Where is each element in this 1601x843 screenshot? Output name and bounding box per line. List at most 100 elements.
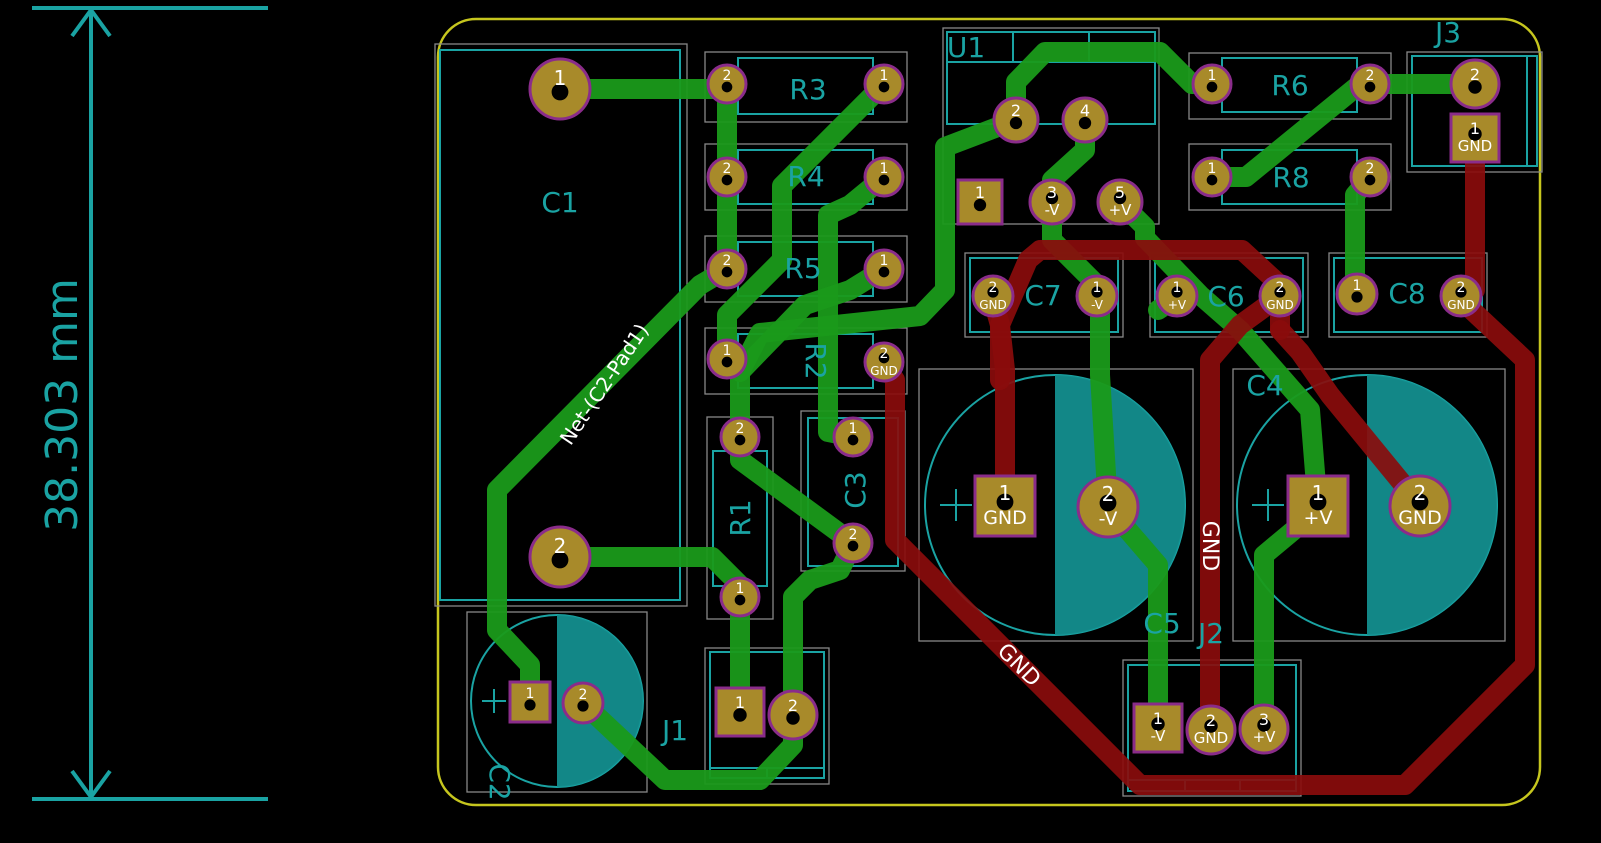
pad-r5-1: 1	[863, 248, 905, 290]
ref-j2: J2	[1196, 617, 1224, 650]
pad-number: 1	[554, 66, 567, 90]
ref-c5: C5	[1143, 607, 1180, 640]
pad-r5-2: 2	[706, 248, 748, 290]
pad-number: 2	[788, 696, 798, 715]
pad-number: 1	[723, 343, 732, 359]
dimension-annotation: 38.303 mm	[32, 6, 268, 801]
pad-r6-1: 1	[1191, 63, 1233, 105]
pad-number: 1	[526, 686, 535, 702]
pad-net-label: +V	[1109, 201, 1133, 219]
net-label-c2-pad1: Net-(C2-Pad1)	[555, 319, 654, 449]
pad-number: 5	[1115, 183, 1125, 202]
pad-r3-2: 2	[706, 63, 748, 105]
pad-c1-2: 2	[528, 525, 592, 589]
pad-net-label: GND	[1458, 137, 1492, 155]
ref-r8: R8	[1272, 161, 1309, 194]
pad-net-label: +V	[1168, 298, 1187, 312]
pad-r2-1: 1	[706, 338, 748, 380]
pad-number: 2	[723, 161, 732, 177]
pad-number: 1	[735, 693, 745, 712]
ref-j1: J1	[660, 714, 688, 747]
pad-number: 1	[1208, 68, 1217, 84]
pad-number: 2	[849, 527, 858, 543]
pad-number: 2	[1457, 280, 1466, 296]
pad-net-label: +V	[1304, 507, 1333, 529]
ref-r3: R3	[789, 73, 826, 106]
pad-number: 2	[1276, 280, 1285, 296]
pad-number: 2	[880, 346, 889, 362]
pad-u1-2: 2	[992, 96, 1040, 144]
pad-r1-2: 2	[719, 416, 761, 458]
pad-c3-2: 2	[832, 522, 874, 564]
pad-net-label: GND	[1398, 507, 1442, 529]
pad-c1-1: 1	[528, 57, 592, 121]
ref-c3: C3	[839, 471, 872, 508]
pad-number: 2	[554, 534, 567, 558]
pad-number: 1	[1153, 709, 1163, 728]
pad-number: 1	[736, 581, 745, 597]
pad-r4-2: 2	[706, 156, 748, 198]
ref-r6: R6	[1271, 69, 1308, 102]
pad-net-label: +V	[1253, 728, 1277, 746]
pad-number: 2	[1414, 481, 1427, 505]
pad-number: 3	[1259, 710, 1269, 729]
pad-r4-1: 1	[863, 156, 905, 198]
pad-number: 2	[723, 68, 732, 84]
pad-number: 1	[1353, 278, 1362, 294]
pad-r1-1: 1	[719, 576, 761, 618]
ref-c4: C4	[1246, 369, 1283, 402]
pad-number: 1	[999, 481, 1012, 505]
pad-c2-2: 2	[561, 681, 605, 725]
ref-c7: C7	[1024, 279, 1061, 312]
ref-c6: C6	[1207, 280, 1244, 313]
reference-designators: C1 C2 R3 R4 R5 R2 R1 C3 U1 R6 R8 J3 C7 C…	[483, 16, 1461, 801]
pad-c2-1: 1	[508, 680, 552, 724]
ref-r4: R4	[787, 160, 824, 193]
pad-net-label: -V	[1099, 508, 1118, 530]
pad-number: 2	[1366, 161, 1375, 177]
pad-j1-1: 1	[714, 686, 766, 738]
pad-number: 2	[1366, 68, 1375, 84]
pad-number: 1	[1093, 280, 1102, 296]
pad-c7-1: 1 -V	[1075, 274, 1119, 318]
net-label-gnd-vertical: GND	[1197, 521, 1222, 571]
front-copper-traces	[487, 42, 1485, 790]
pad-net-label: -V	[1091, 298, 1104, 312]
pad-r3-1: 1	[863, 63, 905, 105]
pad-j3-2: 2	[1449, 58, 1501, 110]
pad-number: 3	[1047, 183, 1057, 202]
pad-net-label: GND	[1266, 298, 1294, 312]
pad-number: 1	[849, 421, 858, 437]
pad-number: 1	[880, 253, 889, 269]
pad-r8-2: 2	[1349, 156, 1391, 198]
pad-number: 2	[723, 253, 732, 269]
pad-number: 1	[1312, 481, 1325, 505]
pad-u1-5: 5+V	[1096, 178, 1144, 226]
footprint-outlines	[434, 27, 1543, 797]
pad-u1-4: 4	[1061, 96, 1109, 144]
board-outline	[436, 17, 1542, 807]
ref-j3: J3	[1433, 16, 1461, 49]
pad-r8-1: 1	[1191, 156, 1233, 198]
pad-number: 2	[1206, 711, 1216, 730]
pad-number: 4	[1080, 101, 1090, 120]
ref-c1: C1	[541, 186, 578, 219]
pad-net-label: GND	[1447, 298, 1475, 312]
pad-net-label: GND	[979, 298, 1007, 312]
pad-u1-1: 1	[956, 178, 1004, 226]
pad-number: 1	[1470, 119, 1480, 138]
pad-j2-1: 1-V	[1132, 702, 1184, 754]
pad-r6-2: 2	[1349, 63, 1391, 105]
pad-number: 2	[579, 687, 588, 703]
pad-net-label: GND	[983, 507, 1027, 529]
ref-r2: R2	[799, 342, 832, 379]
pad-number: 2	[1102, 482, 1115, 506]
pad-j2-3: 3+V	[1238, 703, 1290, 755]
